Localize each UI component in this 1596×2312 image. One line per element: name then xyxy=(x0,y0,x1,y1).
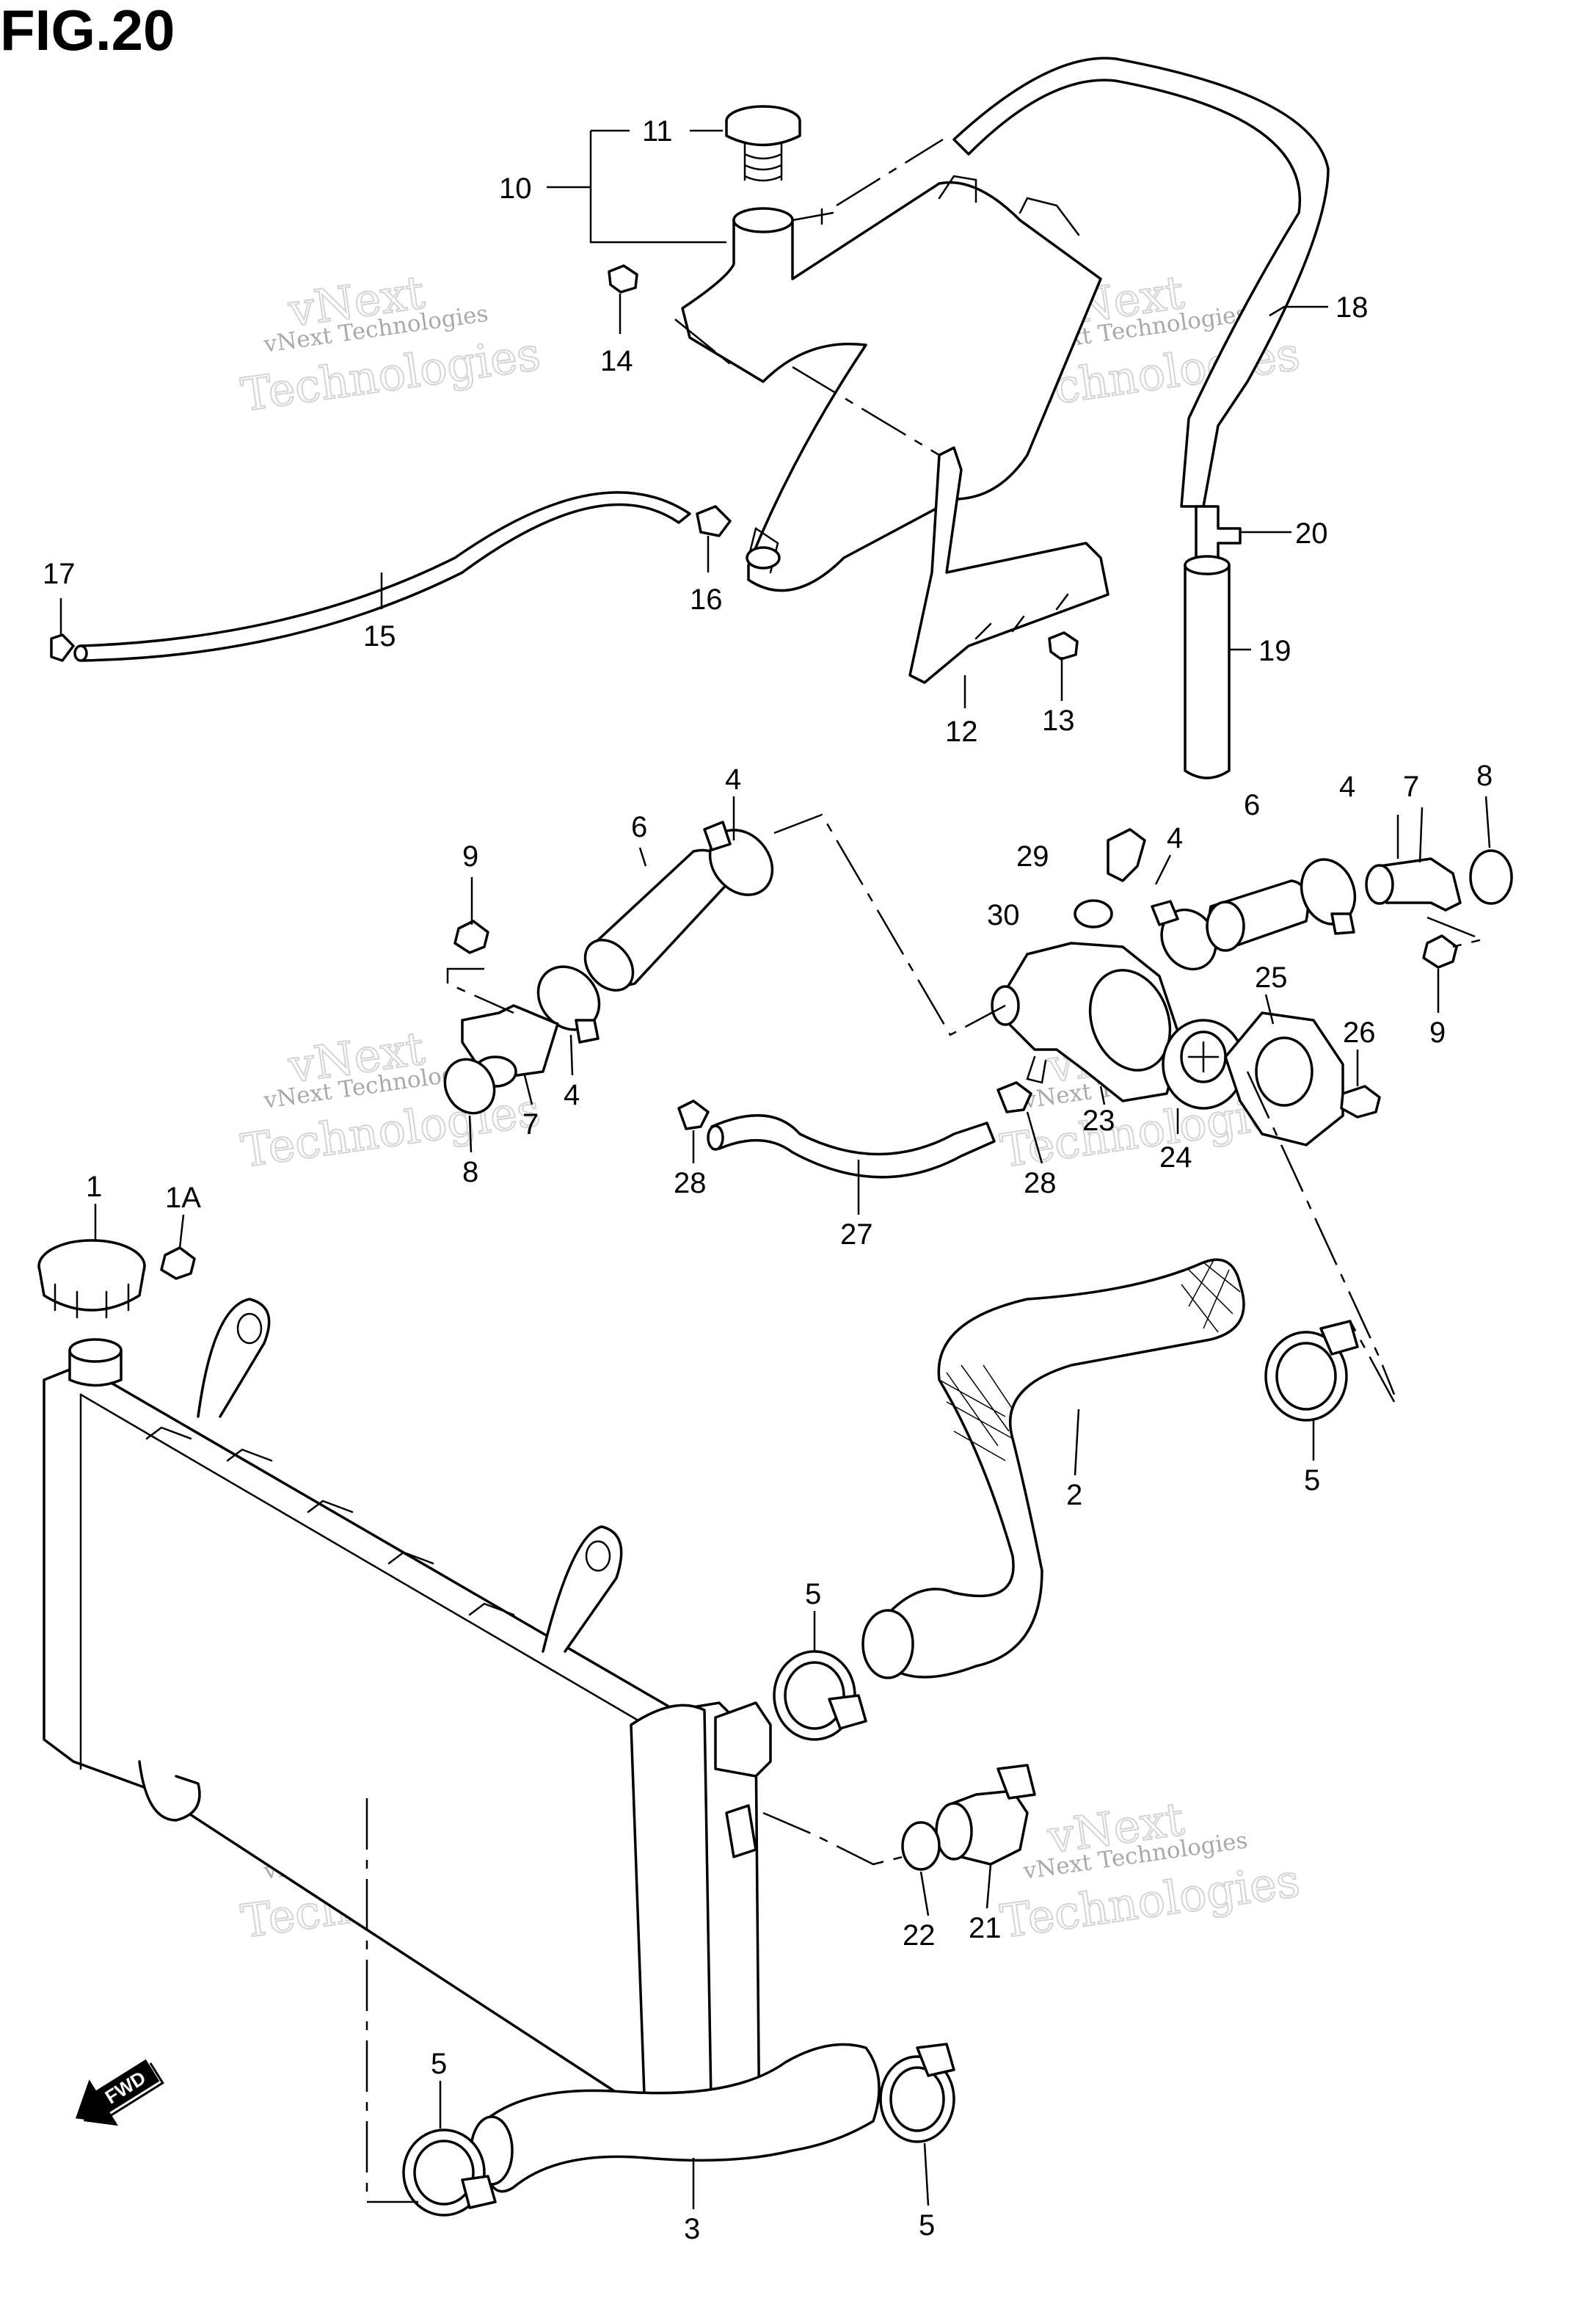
clamp-17 xyxy=(50,633,75,662)
hose-6-right xyxy=(1206,879,1310,952)
callout-1A: 1A xyxy=(165,1182,201,1214)
bolt-13 xyxy=(1048,631,1079,661)
callout-6-right: 6 xyxy=(1244,789,1260,821)
reservoir-tank xyxy=(681,175,1102,592)
thermostat-cover-25 xyxy=(1224,1011,1344,1146)
leader-lines xyxy=(59,129,1491,2209)
bolt-9-right xyxy=(1422,934,1458,969)
clamp-28-right xyxy=(996,1081,1032,1113)
callout-24: 24 xyxy=(1159,1141,1192,1174)
callout-30: 30 xyxy=(987,899,1020,931)
callout-15: 15 xyxy=(363,620,396,652)
hose-2 xyxy=(861,1258,1245,1679)
callout-7-right: 7 xyxy=(1403,771,1419,803)
clamp-28-left xyxy=(677,1099,710,1130)
callout-9-right: 9 xyxy=(1429,1017,1446,1049)
t-joint-20 xyxy=(1195,505,1242,559)
clamp-4-top-right xyxy=(1300,858,1357,935)
callout-8-right: 8 xyxy=(1476,760,1493,792)
callout-16: 16 xyxy=(690,584,723,616)
hose-27 xyxy=(707,1113,996,1179)
screw-14 xyxy=(608,264,638,294)
callout-14: 14 xyxy=(600,345,633,377)
tank-bracket xyxy=(908,446,1109,684)
clamp-5-mid xyxy=(773,1650,867,1741)
radiator-body xyxy=(43,1298,772,2159)
callout-6-left: 6 xyxy=(631,811,647,843)
callout-labels: 11 10 14 17 15 16 12 13 18 20 19 4 6 9 7… xyxy=(43,115,1493,2245)
bolt-1A xyxy=(160,1246,196,1280)
callout-4-top-left: 4 xyxy=(725,763,741,796)
hose-18 xyxy=(952,57,1330,508)
hose-19 xyxy=(1184,555,1231,779)
callout-4-mid-right: 4 xyxy=(1167,822,1183,854)
callout-23: 23 xyxy=(1082,1105,1115,1137)
bolt-9-left xyxy=(453,920,489,954)
callout-28-left: 28 xyxy=(674,1167,707,1199)
callout-20: 20 xyxy=(1295,517,1328,550)
radiator-cap-1 xyxy=(37,1239,146,1319)
watermark-left-top: vNext vNext Technologies Technologies xyxy=(237,264,544,422)
fwd-direction-arrow: FWD xyxy=(75,2059,164,2126)
callout-9-left: 9 xyxy=(462,840,478,873)
dashed-guide-lines xyxy=(365,138,1486,2203)
reservoir-cap xyxy=(725,105,801,182)
callout-12: 12 xyxy=(945,716,978,748)
clamp-16 xyxy=(696,505,732,537)
clamp-5-lower-right xyxy=(879,2043,955,2143)
sensor-29 xyxy=(1107,828,1146,882)
washer-30 xyxy=(1074,899,1113,928)
callout-8-left: 8 xyxy=(462,1156,478,1188)
callout-7-left: 7 xyxy=(522,1108,539,1141)
callout-29: 29 xyxy=(1016,840,1049,873)
callout-10: 10 xyxy=(499,172,532,205)
callout-19: 19 xyxy=(1258,635,1291,667)
callout-18: 18 xyxy=(1336,291,1369,324)
callout-1: 1 xyxy=(86,1171,102,1203)
sensor-21 xyxy=(935,1764,1036,1866)
callout-25: 25 xyxy=(1255,961,1288,994)
o-ring-8-left xyxy=(443,1058,496,1115)
bolt-26 xyxy=(1340,1085,1381,1119)
callout-13: 13 xyxy=(1042,705,1075,737)
callout-2: 2 xyxy=(1066,1479,1082,1511)
callout-4-top-right: 4 xyxy=(1339,771,1355,803)
callout-26: 26 xyxy=(1343,1017,1376,1049)
figure-title: FIG.20 xyxy=(0,0,175,62)
callout-5-mid: 5 xyxy=(805,1578,821,1610)
callout-17: 17 xyxy=(43,558,76,590)
hose-15 xyxy=(73,491,691,662)
clamp-5-lower-left xyxy=(402,2129,497,2217)
watermark-right-bottom: vNext vNext Technologies Technologies xyxy=(996,1791,1303,1949)
callout-27: 27 xyxy=(840,1218,873,1251)
clamp-4-mid-right xyxy=(1151,900,1217,971)
clamp-4-mid-left xyxy=(536,965,601,1044)
callout-4-mid-left: 4 xyxy=(564,1079,580,1111)
callout-5-lower-right: 5 xyxy=(919,2209,935,2242)
o-ring-22 xyxy=(901,1821,941,1871)
callout-11: 11 xyxy=(642,115,673,148)
clamp-5-upper-right xyxy=(1264,1320,1359,1422)
callout-28-right: 28 xyxy=(1024,1167,1057,1199)
o-ring-8-right xyxy=(1469,849,1513,905)
hose-6-left xyxy=(583,848,732,992)
callout-5-upper-right: 5 xyxy=(1304,1464,1320,1497)
callout-5-lower-left: 5 xyxy=(431,2048,447,2080)
thermostat-housing-23 xyxy=(991,942,1183,1102)
callout-3: 3 xyxy=(684,2213,700,2245)
clamp-4-top-left xyxy=(703,821,774,896)
callout-21: 21 xyxy=(969,1912,1002,1944)
fitting-7-right xyxy=(1365,857,1462,912)
callout-22: 22 xyxy=(903,1919,936,1952)
